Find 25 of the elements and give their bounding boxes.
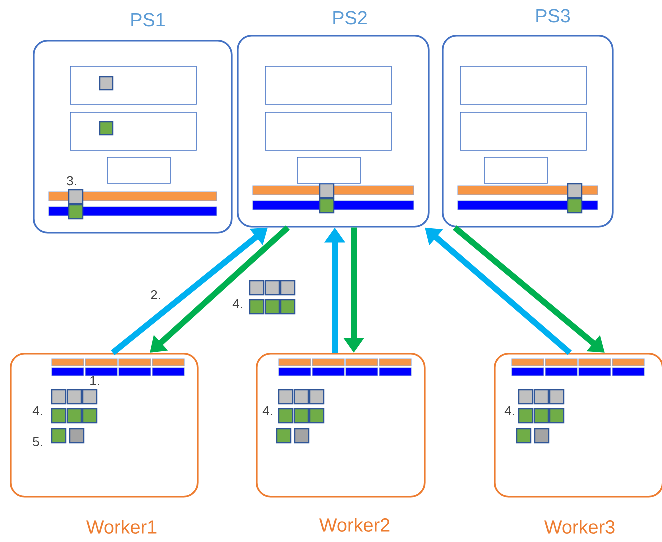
- memory-box: [107, 157, 171, 184]
- memory-box: [297, 157, 361, 184]
- step-number: 2.: [150, 290, 162, 300]
- node-label: Worker2: [319, 518, 390, 532]
- memory-box: [265, 112, 392, 151]
- server-box: PS2: [237, 11, 430, 228]
- memory-box: [484, 157, 548, 184]
- memory-box: [460, 66, 587, 105]
- node-label: PS1: [132, 13, 165, 27]
- memory-box: [70, 66, 197, 105]
- node-label: PS2: [334, 11, 367, 25]
- step-number: 1.: [89, 376, 101, 386]
- node-label: PS3: [536, 9, 570, 23]
- node-label: Worker1: [86, 520, 157, 534]
- memory-box: [70, 112, 197, 151]
- memory-box: [265, 66, 392, 105]
- step-number: 4.: [32, 406, 44, 416]
- step-number: 4.: [232, 299, 244, 309]
- server-box: PS3: [442, 9, 614, 228]
- step-number: 4.: [504, 406, 516, 416]
- step-number: 5.: [32, 436, 44, 447]
- memory-box: [460, 112, 587, 151]
- step-number: 3.: [66, 176, 78, 186]
- step-number: 4.: [262, 406, 274, 416]
- node-label: Worker3: [544, 520, 615, 534]
